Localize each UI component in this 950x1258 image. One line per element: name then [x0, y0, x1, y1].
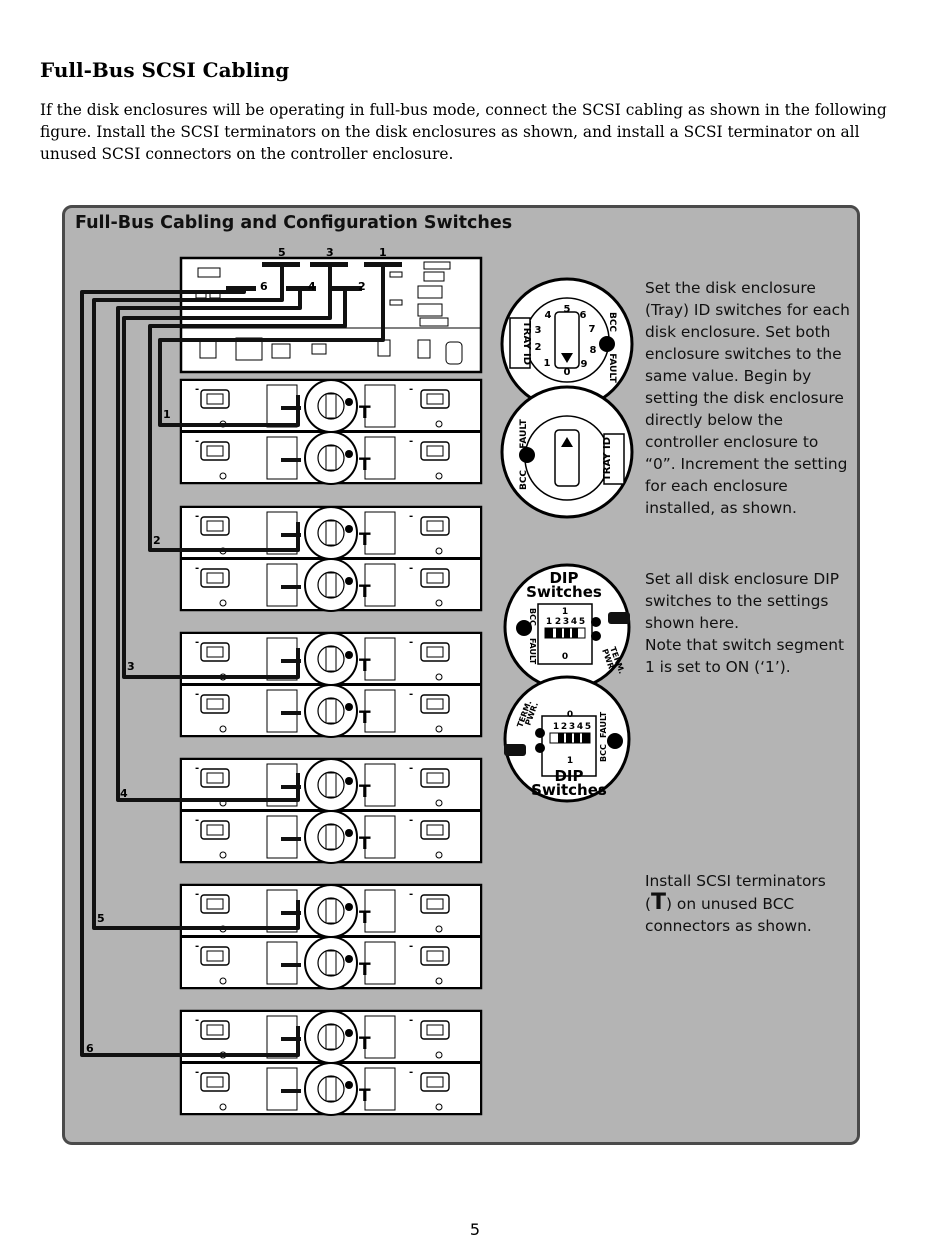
port-label-2: 2 — [358, 280, 366, 293]
disk-enclosure-1 — [181, 380, 481, 484]
dip-fault-label-top: FAULT — [528, 638, 537, 665]
dip-seg-5-bottom: 5 — [585, 722, 591, 732]
port-label-5: 5 — [278, 246, 286, 259]
fault-label-bottom: FAULT — [519, 418, 529, 448]
cable-label-4: 4 — [120, 787, 128, 800]
dial-digit-5: 5 — [564, 304, 571, 315]
terminator-symbol: T — [651, 890, 667, 915]
cable-label-6: 6 — [86, 1042, 94, 1055]
port-label-6: 6 — [260, 280, 268, 293]
disk-enclosure-3 — [181, 633, 481, 737]
dip-title-top-2: Switches — [526, 583, 602, 601]
port-label-4: 4 — [308, 280, 316, 293]
tray-id-label-top: TRAY ID — [521, 321, 532, 365]
page-number: 5 — [469, 1220, 481, 1239]
dial-digit-6: 6 — [580, 310, 587, 321]
dip-seg-1-top: 1 — [546, 617, 552, 627]
dip-title-bottom-2: Switches — [531, 781, 607, 799]
terminator-instruction-post: ) on unused BCC connectors as shown. — [645, 895, 812, 935]
page-heading: Full-Bus SCSI Cabling — [40, 58, 290, 82]
dip-switch-detail: DIP Switches DIP Switches 1 0 0 1 1 2 3 … — [503, 563, 631, 803]
dip-bcc-label-bottom: BCC — [599, 744, 608, 762]
dip-seg-2-bottom: 2 — [561, 722, 567, 732]
figure-title: Full-Bus Cabling and Configuration Switc… — [75, 213, 513, 233]
dip-title-bottom-1: DIP — [554, 767, 583, 785]
dip-fault-label-bottom: FAULT — [599, 711, 608, 738]
dip-seg-5-top: 5 — [579, 617, 585, 627]
dial-digit-8: 8 — [590, 345, 597, 356]
disk-enclosure-4 — [181, 759, 481, 863]
dial-digit-7: 7 — [589, 324, 596, 335]
terminator-instruction-pre: Install SCSI terminators ( — [645, 872, 826, 913]
dip-instruction-line1: Set all disk enclosure DIP switches to t… — [645, 570, 840, 632]
scsi-cables — [80, 264, 385, 1057]
tray-id-label-bottom: TRAY ID — [602, 437, 613, 481]
cable-label-3: 3 — [127, 660, 135, 673]
dial-digit-3: 3 — [535, 325, 542, 336]
port-label-3: 3 — [326, 246, 334, 259]
tray-id-instruction: Set the disk enclosure (Tray) ID switche… — [645, 279, 850, 517]
fault-label-top: FAULT — [607, 353, 617, 383]
dip-instruction: Set all disk enclosure DIP switches to t… — [645, 568, 855, 678]
intro-paragraph: If the disk enclosures will be operating… — [40, 101, 887, 163]
dial-digit-2: 2 — [535, 342, 542, 353]
dip-on-label-bottom: 1 — [567, 756, 573, 766]
dip-bcc-label-top: BCC — [528, 608, 537, 626]
dip-seg-4-top: 4 — [571, 617, 577, 627]
dip-title-top-1: DIP — [549, 569, 578, 587]
dip-seg-3-bottom: 3 — [569, 722, 575, 732]
dip-seg-1-bottom: 1 — [553, 722, 559, 732]
disk-enclosure-5 — [181, 885, 481, 989]
dip-seg-2-top: 2 — [555, 617, 561, 627]
bcc-label-top: BCC — [607, 312, 617, 332]
cable-label-5: 5 — [97, 912, 105, 925]
dip-seg-4-bottom: 4 — [577, 722, 583, 732]
cable-label-2: 2 — [153, 534, 161, 547]
cable-label-1: 1 — [163, 408, 171, 421]
dip-off-label-top: 0 — [562, 652, 568, 662]
disk-enclosure-2 — [181, 507, 481, 611]
bcc-label-bottom: BCC — [519, 470, 529, 490]
tray-id-switch-detail: TRAY ID TRAY ID BCC FAULT BCC FAULT 0 1 … — [500, 277, 634, 519]
dial-digit-0: 0 — [564, 367, 571, 378]
dip-instruction-line2: Note that switch segment 1 is set to ON … — [645, 636, 845, 676]
dip-on-label-top: 1 — [562, 607, 568, 617]
disk-enclosure-6 — [181, 1011, 481, 1115]
dial-digit-1: 1 — [544, 358, 551, 369]
terminator-instruction: Install SCSI terminators (T) on unused B… — [645, 870, 850, 937]
dip-seg-3-top: 3 — [563, 617, 569, 627]
dial-digit-9: 9 — [581, 359, 588, 370]
dial-digit-4: 4 — [545, 310, 552, 321]
port-label-1: 1 — [379, 246, 387, 259]
dip-off-label-bottom: 0 — [567, 710, 573, 720]
